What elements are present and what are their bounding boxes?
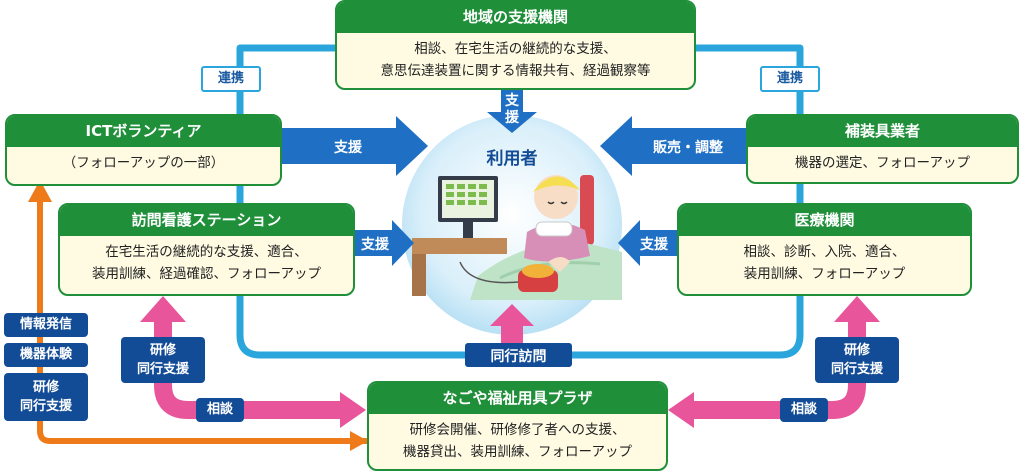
regional-support-line-2: 意思伝達装置に関する情報共有、経過観察等 (380, 63, 651, 79)
orange-connector (28, 180, 368, 451)
orange-arrowhead-right (350, 431, 368, 451)
welfare-plaza-line-2: 機器貸出、装用訓練、フォローアップ (403, 444, 632, 460)
ict-volunteer-title: ICTボランティア (7, 116, 280, 147)
supplier-line-1: 機器の選定、フォローアップ (795, 155, 970, 171)
support-label-regional: 支援 (505, 93, 519, 126)
arrow-supplier-to-user (600, 116, 746, 176)
user-label: 利用者 (486, 149, 538, 169)
arrow-ict-to-user (282, 116, 428, 176)
nursing-station-node: 訪問看護ステーション 在宅生活の継続的な支援、適合、 装用訓練、経過確認、フォロ… (58, 203, 355, 296)
visit-arrow-label-bg (465, 343, 572, 367)
regional-support-title: 地域の支援機関 (337, 2, 694, 33)
welfare-plaza-title: なごや福祉用具プラザ (369, 383, 666, 414)
arrow-nursing-to-user (355, 220, 414, 266)
ict-volunteer-node: ICTボランティア （フォローアップの一部） (5, 114, 282, 186)
pink-arrowhead-to-plaza-left (340, 392, 366, 428)
consultation-tag-left: 相談 (196, 398, 244, 422)
desk (412, 238, 507, 254)
pink-arrowhead-to-nursing (140, 296, 186, 322)
pink-arrowhead-to-medical (834, 296, 880, 322)
medical-institution-description: 相談、診断、入院、適合、 装用訓練、フォローアップ (679, 236, 970, 285)
support-label-ict: 支援 (334, 140, 362, 156)
bed-headboard (580, 175, 594, 245)
nursing-station-line-2: 装用訓練、経過確認、フォローアップ (92, 266, 321, 282)
regional-support-line-1: 相談、在宅生活の継続的な支援、 (414, 41, 617, 57)
patient-cap (533, 176, 580, 192)
medical-institution-title: 医療機関 (679, 205, 970, 236)
switch-cable (459, 261, 519, 284)
liaison-ring-lower-right (572, 182, 804, 359)
pink-arrowhead-to-plaza-right (668, 392, 694, 428)
pink-connectors (140, 296, 880, 428)
support-label-medical: 支援 (640, 237, 668, 253)
welfare-plaza-node: なごや福祉用具プラザ 研修会開催、研修修了者への支援、 機器貸出、装用訓練、フォ… (367, 381, 668, 471)
training-support-right-line-1: 研修 (843, 343, 870, 358)
patient-illustration (412, 175, 622, 300)
patient-hand (548, 257, 570, 272)
ict-volunteer-line-1: （フォローアップの一部） (62, 155, 225, 171)
liaison-ring-top-right (696, 44, 804, 115)
training-support-tag-left: 研修 同行支援 (121, 337, 205, 383)
supplier-description: 機器の選定、フォローアップ (748, 147, 1017, 174)
training-support-left-line-2: 同行支援 (136, 362, 189, 377)
medical-institution-line-2: 装用訓練、フォローアップ (743, 266, 906, 282)
training-support-outer-line-2: 同行支援 (19, 399, 72, 414)
training-support-right-line-2: 同行支援 (830, 362, 883, 377)
visit-arrow (465, 304, 572, 367)
nursing-station-description: 在宅生活の継続的な支援、適合、 装用訓練、経過確認、フォローアップ (60, 236, 353, 285)
arrow-regional-to-user (487, 90, 537, 133)
training-support-outer-line-1: 研修 (32, 380, 59, 395)
supplier-node: 補装具業者 機器の選定、フォローアップ (746, 114, 1019, 184)
device-experience-tag: 機器体験 (4, 343, 88, 367)
welfare-plaza-line-1: 研修会開催、研修修了者への支援、 (409, 422, 626, 438)
info-dissemination-tag: 情報発信 (4, 313, 88, 337)
ict-volunteer-description: （フォローアップの一部） (7, 147, 280, 174)
liaison-ring-lower-left (236, 184, 465, 359)
liaison-tag-left: 連携 (201, 66, 261, 92)
regional-support-node: 地域の支援機関 相談、在宅生活の継続的な支援、 意思伝達装置に関する情報共有、経… (335, 0, 696, 90)
medical-institution-node: 医療機関 相談、診断、入院、適合、 装用訓練、フォローアップ (677, 203, 972, 296)
consultation-tag-right: 相談 (780, 398, 828, 422)
training-support-tag-outer: 研修 同行支援 (4, 373, 88, 421)
liaison-ring-top-left (236, 44, 335, 120)
support-label-nursing: 支援 (361, 237, 389, 253)
orange-arrowhead-up (28, 180, 52, 202)
accompanied-visit-label: 同行訪問 (490, 349, 547, 365)
support-arrows (282, 90, 746, 266)
neck-collar (535, 221, 573, 237)
medical-institution-line-1: 相談、診断、入院、適合、 (743, 244, 906, 260)
switch-button (522, 264, 554, 278)
supplier-title: 補装具業者 (748, 116, 1017, 147)
nursing-station-title: 訪問看護ステーション (60, 205, 353, 236)
sales-adjustment-label: 販売・調整 (653, 140, 723, 156)
liaison-tag-right: 連携 (760, 66, 820, 92)
nursing-station-line-1: 在宅生活の継続的な支援、適合、 (105, 244, 308, 260)
training-support-left-line-1: 研修 (149, 343, 176, 358)
training-support-tag-right: 研修 同行支援 (815, 337, 899, 383)
regional-support-description: 相談、在宅生活の継続的な支援、 意思伝達装置に関する情報共有、経過観察等 (337, 33, 694, 82)
arrow-medical-to-user (618, 220, 677, 266)
liaison-ring (236, 44, 804, 359)
welfare-plaza-description: 研修会開催、研修修了者への支援、 機器貸出、装用訓練、フォローアップ (369, 414, 666, 463)
